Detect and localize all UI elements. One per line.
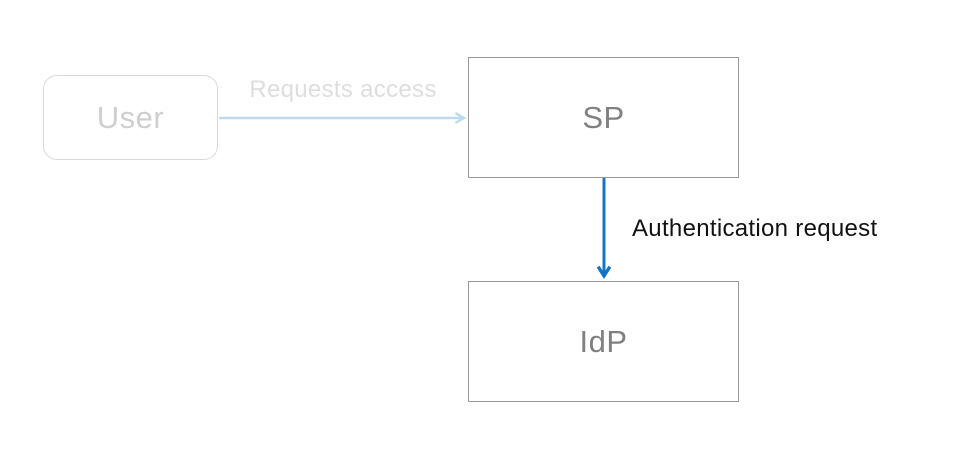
node-idp: IdP [468, 281, 739, 402]
node-sp-label: SP [582, 99, 625, 135]
node-user: User [43, 75, 218, 160]
node-idp-label: IdP [579, 323, 628, 359]
node-user-label: User [96, 99, 165, 135]
node-sp: SP [468, 57, 739, 178]
edge-user-sp-label: Requests access [249, 76, 437, 103]
edge-sp-idp-label: Authentication request [632, 215, 878, 242]
